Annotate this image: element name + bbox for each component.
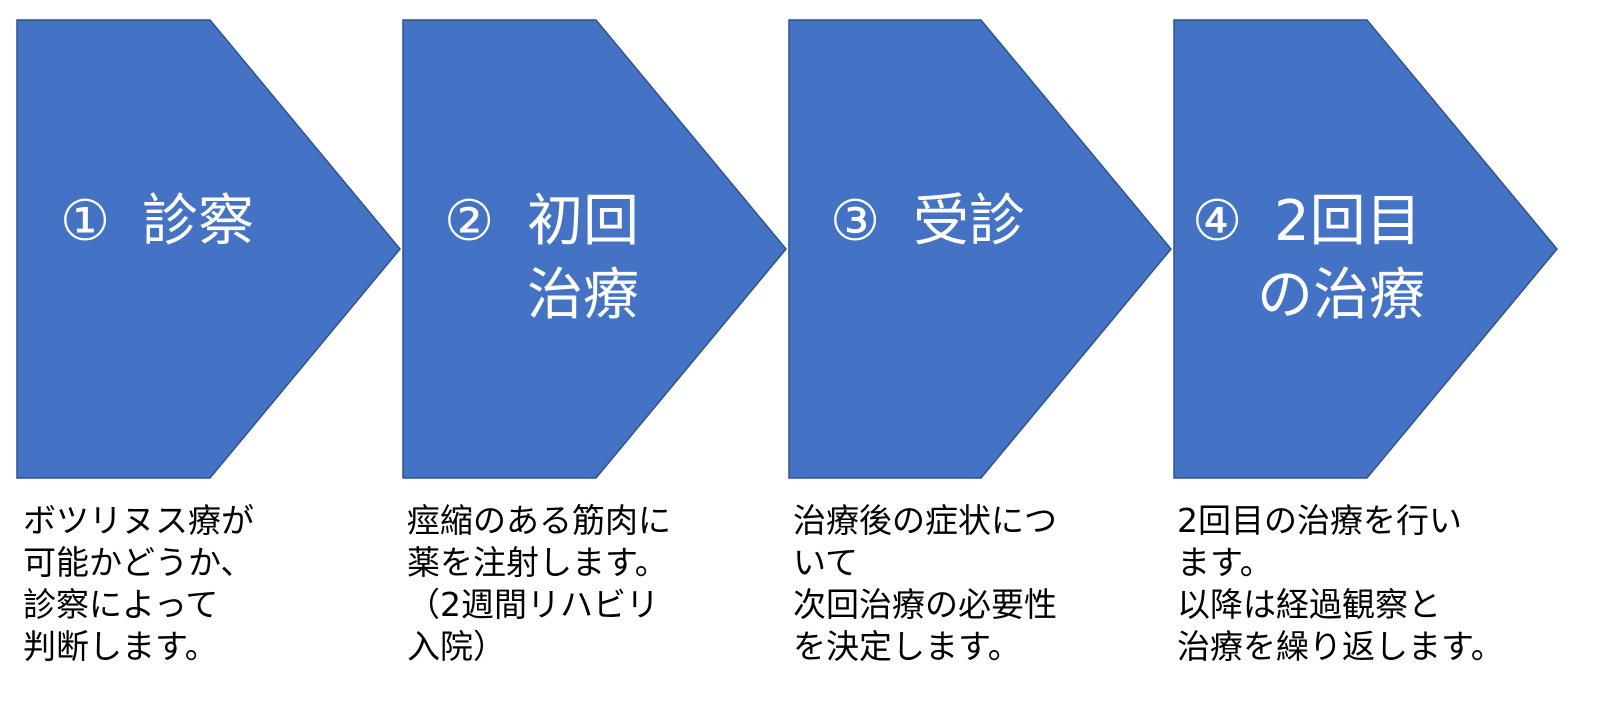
step-1-description-line-1: ボツリヌス療が: [23, 501, 254, 540]
step-2-number: ②: [444, 189, 494, 254]
step-1-description-line-2: 可能かどうか、: [23, 543, 253, 582]
step-2-title-line-2: 治療: [527, 263, 639, 328]
step-2-title-line-1: 初回: [527, 189, 639, 254]
step-2-description-line-2: 薬を注射します。: [407, 543, 668, 582]
step-2-description-line-4: 入院）: [407, 627, 506, 666]
step-3-title-line-1: 受診: [913, 189, 1025, 254]
step-2-description-line-3: （2週間リハビリ: [407, 585, 659, 624]
step-4-description-line-2: ます。: [1177, 543, 1273, 582]
step-2-description-line-1: 痙縮のある筋肉に: [407, 501, 671, 540]
step-1-chevron-shape: [16, 19, 401, 479]
step-4-number: ④: [1192, 189, 1242, 254]
step-1-description-line-3: 診察によって: [23, 585, 218, 624]
step-4-description-line-1: 2回目の治療を行い: [1177, 501, 1462, 540]
step-1-title-line-1: 診察: [142, 189, 254, 254]
step-3-chevron-shape: [788, 19, 1172, 479]
step-3-description-line-1: 治療後の症状につ: [793, 501, 1057, 540]
step-4-description-line-3: 以降は経過観察と: [1177, 585, 1441, 624]
step-3-number: ③: [830, 189, 880, 254]
step-1-description-line-4: 判断します。: [23, 627, 218, 666]
step-4-title-line-1: 2回目: [1274, 189, 1422, 254]
step-3-description-line-4: を決定します。: [793, 627, 1021, 666]
step-4-title-line-2: の治療: [1257, 263, 1425, 328]
step-4-description-line-4: 治療を繰り返します。: [1177, 627, 1504, 666]
step-3-description-line-3: 次回治療の必要性: [793, 585, 1057, 624]
step-4: ④ 2回目 の治療 2回目の治療を行い ます。 以降は経過観察と 治療を繰り返し…: [1173, 19, 1558, 666]
step-1-number: ①: [60, 189, 110, 254]
step-3-description-line-2: いて: [793, 543, 858, 582]
step-4-chevron-shape: [1173, 19, 1558, 479]
step-2-chevron-shape: [402, 19, 787, 479]
step-1: ① 診察 ボツリヌス療が 可能かどうか、 診察によって 判断します。: [16, 19, 401, 666]
step-3: ③ 受診 治療後の症状につ いて 次回治療の必要性 を決定します。: [788, 19, 1172, 666]
step-2: ② 初回 治療 痙縮のある筋肉に 薬を注射します。 （2週間リハビリ 入院）: [402, 19, 787, 666]
